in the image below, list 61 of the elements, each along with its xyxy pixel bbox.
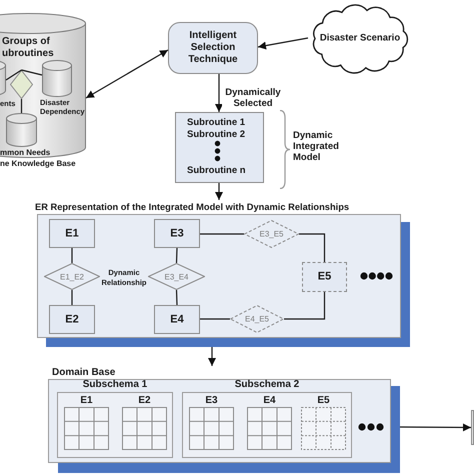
relationship-diamond bbox=[148, 263, 205, 290]
partial-box bbox=[471, 410, 474, 445]
list-item: Subroutine 2 bbox=[187, 129, 246, 140]
table-label: E4 bbox=[262, 395, 277, 407]
table-label: E3 bbox=[204, 395, 219, 407]
caption-text: Dynamic Integrated Model bbox=[293, 130, 340, 163]
list-item: Subroutine n bbox=[187, 165, 246, 176]
relationship-diamond bbox=[244, 220, 299, 248]
arrow bbox=[258, 37, 308, 50]
caption-text: ne Knowledge Base bbox=[0, 159, 77, 168]
database-cylinder bbox=[0, 60, 6, 96]
entity-box bbox=[49, 219, 95, 248]
subroutine-box bbox=[175, 112, 264, 183]
subschema-title: Subschema 2 bbox=[234, 379, 300, 391]
entity-box bbox=[154, 219, 200, 248]
connector-line bbox=[176, 290, 178, 306]
process-box bbox=[168, 22, 258, 74]
relationship-label: E1_E2 bbox=[58, 272, 86, 282]
process-label: Intelligent Selection Technique bbox=[187, 30, 239, 66]
cloud-label: Disaster Scenario bbox=[318, 34, 402, 44]
table-label: E2 bbox=[137, 395, 152, 407]
connector-line bbox=[20, 99, 22, 113]
database-cylinder bbox=[6, 113, 37, 147]
arrow bbox=[215, 183, 223, 200]
table-label: E1 bbox=[79, 395, 94, 407]
connector-line bbox=[284, 292, 326, 320]
entity-label: E5 bbox=[316, 270, 332, 284]
caption-text: mmon Needs bbox=[0, 148, 52, 158]
connector-line bbox=[200, 233, 244, 235]
connector-line bbox=[176, 248, 178, 264]
entity-label: E1 bbox=[64, 227, 80, 240]
arrow bbox=[215, 74, 223, 112]
entity-box bbox=[49, 305, 95, 334]
arrow bbox=[208, 347, 216, 366]
arrow bbox=[400, 423, 471, 432]
entity-box bbox=[154, 305, 200, 334]
connector-line bbox=[299, 233, 326, 262]
entity-box bbox=[302, 262, 347, 292]
database-cylinder bbox=[42, 60, 72, 97]
connector-line bbox=[71, 290, 73, 305]
relationship-diamond bbox=[44, 263, 100, 290]
relationship-label: E4_E5 bbox=[244, 314, 270, 324]
list-item: Subroutine 1 bbox=[187, 117, 246, 128]
panel-title: ER Representation of the Integrated Model with Dynamic Relationships bbox=[35, 201, 350, 214]
relationship-diamond bbox=[230, 305, 284, 333]
connector-line bbox=[21, 69, 42, 76]
subschema-title: Subschema 1 bbox=[82, 379, 148, 391]
connector-line bbox=[71, 248, 73, 263]
entity-label: E2 bbox=[64, 313, 80, 326]
cylinder-title: Groups of ubroutines bbox=[2, 36, 55, 60]
table-label: E5 bbox=[316, 395, 331, 407]
entity-label: E4 bbox=[169, 313, 185, 326]
edge-label: Dynamically Selected bbox=[222, 87, 284, 109]
connector-line bbox=[6, 70, 22, 80]
panel-title: Domain Base bbox=[52, 366, 116, 379]
relationship-label: E3_E4 bbox=[163, 272, 190, 282]
entity-label: E3 bbox=[169, 227, 185, 240]
connector-line bbox=[200, 318, 230, 320]
arrow bbox=[86, 49, 168, 99]
relationship-diamond bbox=[10, 70, 33, 99]
relationship-label: E3_E5 bbox=[258, 229, 285, 239]
